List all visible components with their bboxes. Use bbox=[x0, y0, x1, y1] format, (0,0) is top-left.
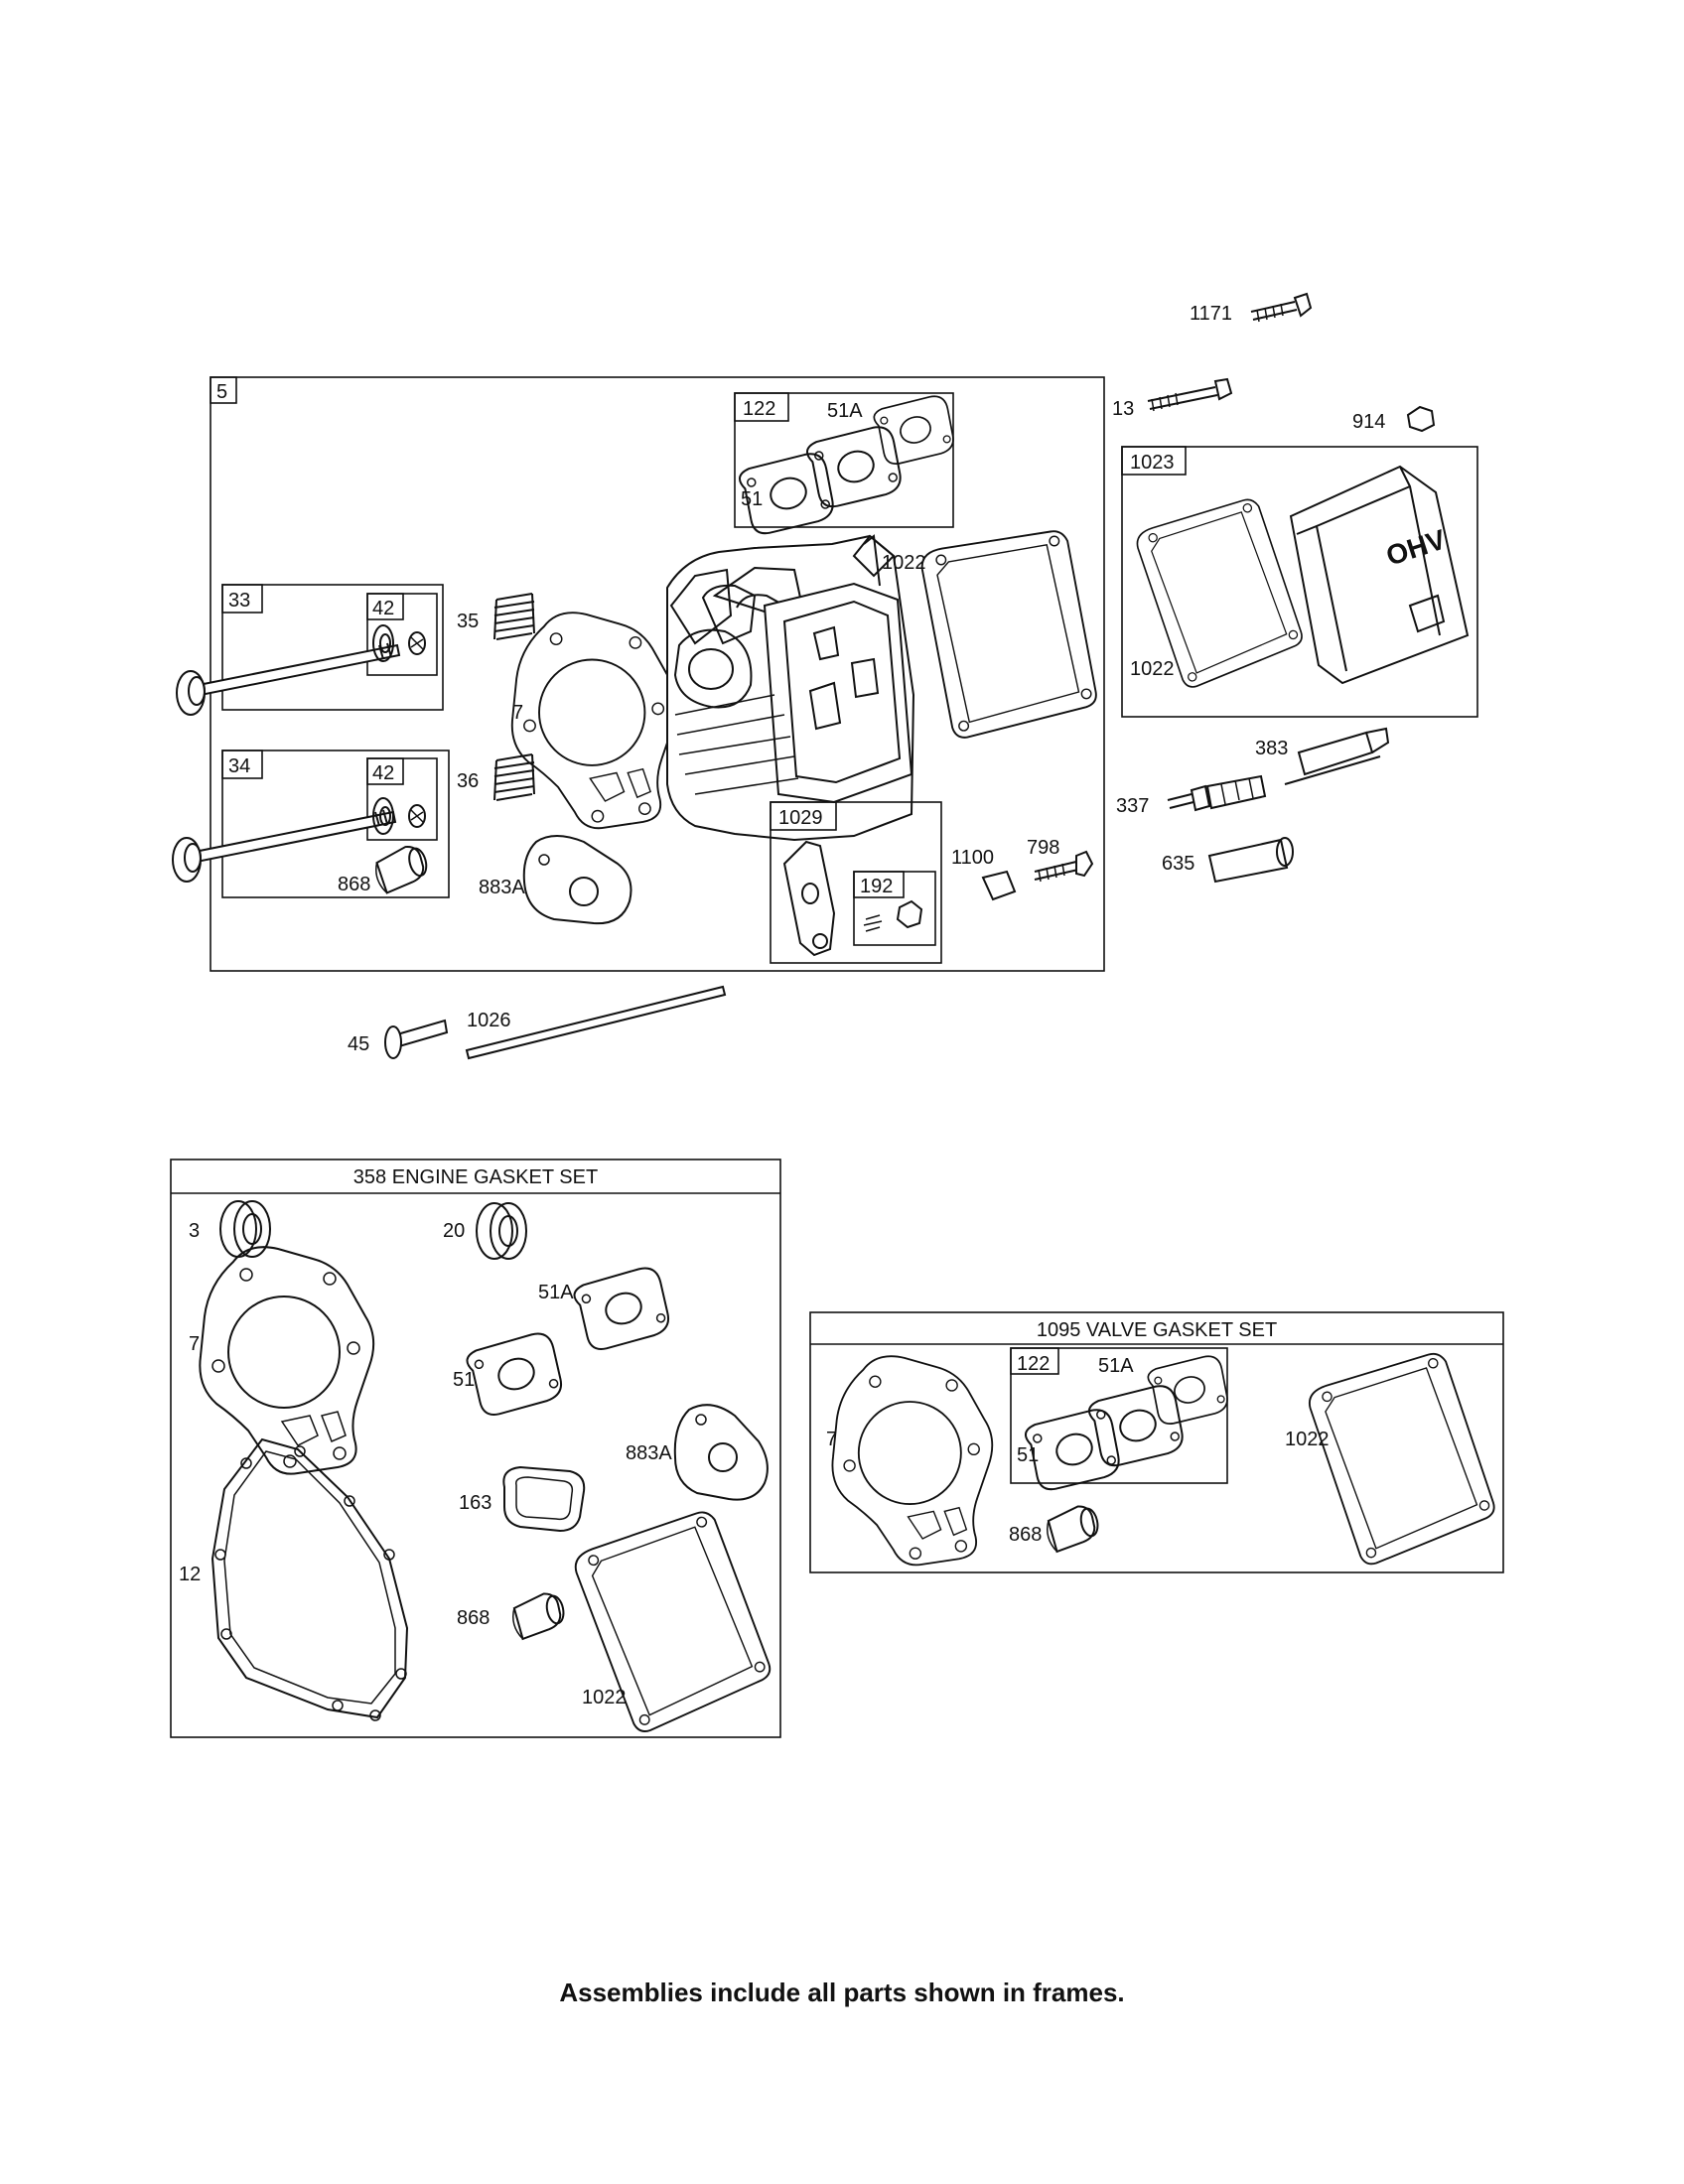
frame-5 bbox=[210, 376, 1105, 972]
frame-1023 bbox=[1121, 446, 1478, 718]
frame-valve-gasket-set bbox=[809, 1311, 1504, 1573]
label-635: 635 bbox=[1162, 853, 1194, 875]
label-3: 3 bbox=[189, 1220, 200, 1242]
label-163: 163 bbox=[459, 1492, 491, 1514]
intake-gasket-51A bbox=[869, 388, 962, 472]
spark-plug-lead-icon bbox=[1284, 727, 1390, 785]
valve-spring-35 bbox=[493, 593, 535, 640]
label-51A-valve-set: 51A bbox=[1098, 1355, 1134, 1377]
frame-192-label: 192 bbox=[860, 876, 893, 897]
gasket-163 bbox=[502, 1465, 586, 1533]
intake-gasket-51-set bbox=[462, 1324, 571, 1424]
label-36: 36 bbox=[457, 770, 479, 792]
bolt-13-icon bbox=[1147, 377, 1233, 412]
label-35: 35 bbox=[457, 611, 479, 632]
frame-122 bbox=[734, 392, 954, 528]
label-383: 383 bbox=[1255, 738, 1288, 759]
label-1022-set: 1022 bbox=[582, 1687, 627, 1708]
cylinder-head bbox=[666, 534, 915, 842]
frame-33-label: 33 bbox=[228, 590, 250, 612]
rocker-cover-gasket-valve-set bbox=[1304, 1347, 1501, 1570]
frame-122-label: 122 bbox=[743, 398, 775, 420]
gasket-883A bbox=[522, 835, 632, 925]
head-gasket-7-valve-set bbox=[831, 1355, 994, 1567]
label-13: 13 bbox=[1112, 398, 1134, 420]
intake-gasket-51A-set bbox=[569, 1259, 678, 1358]
frame-42-bottom-label: 42 bbox=[372, 762, 394, 784]
label-1022-cover: 1022 bbox=[1130, 658, 1175, 680]
frame-5-label: 5 bbox=[216, 381, 227, 403]
label-883A: 883A bbox=[479, 877, 525, 898]
frame-34 bbox=[221, 750, 450, 898]
frame-122-valve-set bbox=[1010, 1347, 1228, 1484]
valve-seal-868-valve-set bbox=[1042, 1502, 1103, 1555]
guide-plate-icon bbox=[981, 870, 1017, 901]
label-51A-set: 51A bbox=[538, 1282, 574, 1303]
breather-stud-icon bbox=[1250, 292, 1313, 323]
footer-note: Assemblies include all parts shown in fr… bbox=[559, 1978, 1125, 2007]
label-12: 12 bbox=[179, 1564, 201, 1585]
label-1022: 1022 bbox=[882, 552, 926, 574]
spark-plug-icon bbox=[1167, 774, 1267, 812]
label-337: 337 bbox=[1116, 795, 1149, 817]
label-1171: 1171 bbox=[1190, 303, 1232, 325]
label-7: 7 bbox=[512, 702, 523, 724]
label-868: 868 bbox=[338, 874, 370, 895]
intake-valve-icon bbox=[172, 809, 396, 883]
label-1022-valve-set: 1022 bbox=[1285, 1429, 1330, 1450]
screw-914-icon bbox=[1406, 405, 1436, 433]
frame-122-valve-set-label: 122 bbox=[1017, 1353, 1050, 1375]
label-914: 914 bbox=[1352, 411, 1385, 433]
valve-seal-icon bbox=[370, 841, 433, 895]
frame-1023-label: 1023 bbox=[1130, 452, 1175, 474]
intake-gasket-51A-valve-set bbox=[1143, 1348, 1236, 1432]
label-20: 20 bbox=[443, 1220, 465, 1242]
gasket-883A-set bbox=[673, 1404, 769, 1501]
boot-635-icon bbox=[1207, 837, 1294, 884]
frame-1029-label: 1029 bbox=[778, 807, 823, 829]
label-798: 798 bbox=[1027, 837, 1059, 859]
valve-gasket-set-title: 1095 VALVE GASKET SET bbox=[1037, 1319, 1277, 1341]
rocker-cover-gasket bbox=[920, 530, 1097, 739]
rocker-stud-icon bbox=[1034, 850, 1094, 883]
seal-20 bbox=[476, 1202, 527, 1260]
frame-engine-gasket-set bbox=[170, 1159, 781, 1738]
head-gasket-7-set bbox=[199, 1246, 375, 1475]
pivot-nut-icon bbox=[896, 899, 923, 929]
label-7-set: 7 bbox=[189, 1333, 200, 1355]
label-868-set: 868 bbox=[457, 1607, 490, 1629]
valve-seal-868-set bbox=[507, 1589, 569, 1642]
frame-42-top-label: 42 bbox=[372, 598, 394, 619]
frame-1029 bbox=[770, 801, 942, 964]
valve-retainer-icon-2 bbox=[372, 797, 426, 835]
crankcase-gasket-12 bbox=[210, 1437, 409, 1721]
frame-34-label: 34 bbox=[228, 755, 250, 777]
label-51-set: 51 bbox=[453, 1369, 475, 1391]
label-868-valve-set: 868 bbox=[1009, 1524, 1042, 1546]
engine-gasket-set-title: 358 ENGINE GASKET SET bbox=[353, 1166, 598, 1188]
label-51: 51 bbox=[741, 488, 763, 510]
label-883A-set: 883A bbox=[626, 1442, 672, 1464]
label-45: 45 bbox=[348, 1033, 369, 1055]
head-gasket-7 bbox=[510, 612, 678, 830]
frame-33 bbox=[221, 584, 444, 711]
label-1100: 1100 bbox=[951, 847, 994, 869]
tappet-icon bbox=[384, 1019, 449, 1059]
rocker-cover-icon: OHV bbox=[1289, 465, 1470, 685]
intake-spacer bbox=[801, 418, 911, 515]
label-51A: 51A bbox=[827, 400, 863, 422]
label-1026: 1026 bbox=[467, 1010, 511, 1031]
rocker-arm-icon bbox=[782, 840, 836, 957]
label-7-valve-set: 7 bbox=[826, 1429, 837, 1450]
push-rod-icon bbox=[465, 985, 727, 1060]
seal-3 bbox=[219, 1200, 271, 1258]
